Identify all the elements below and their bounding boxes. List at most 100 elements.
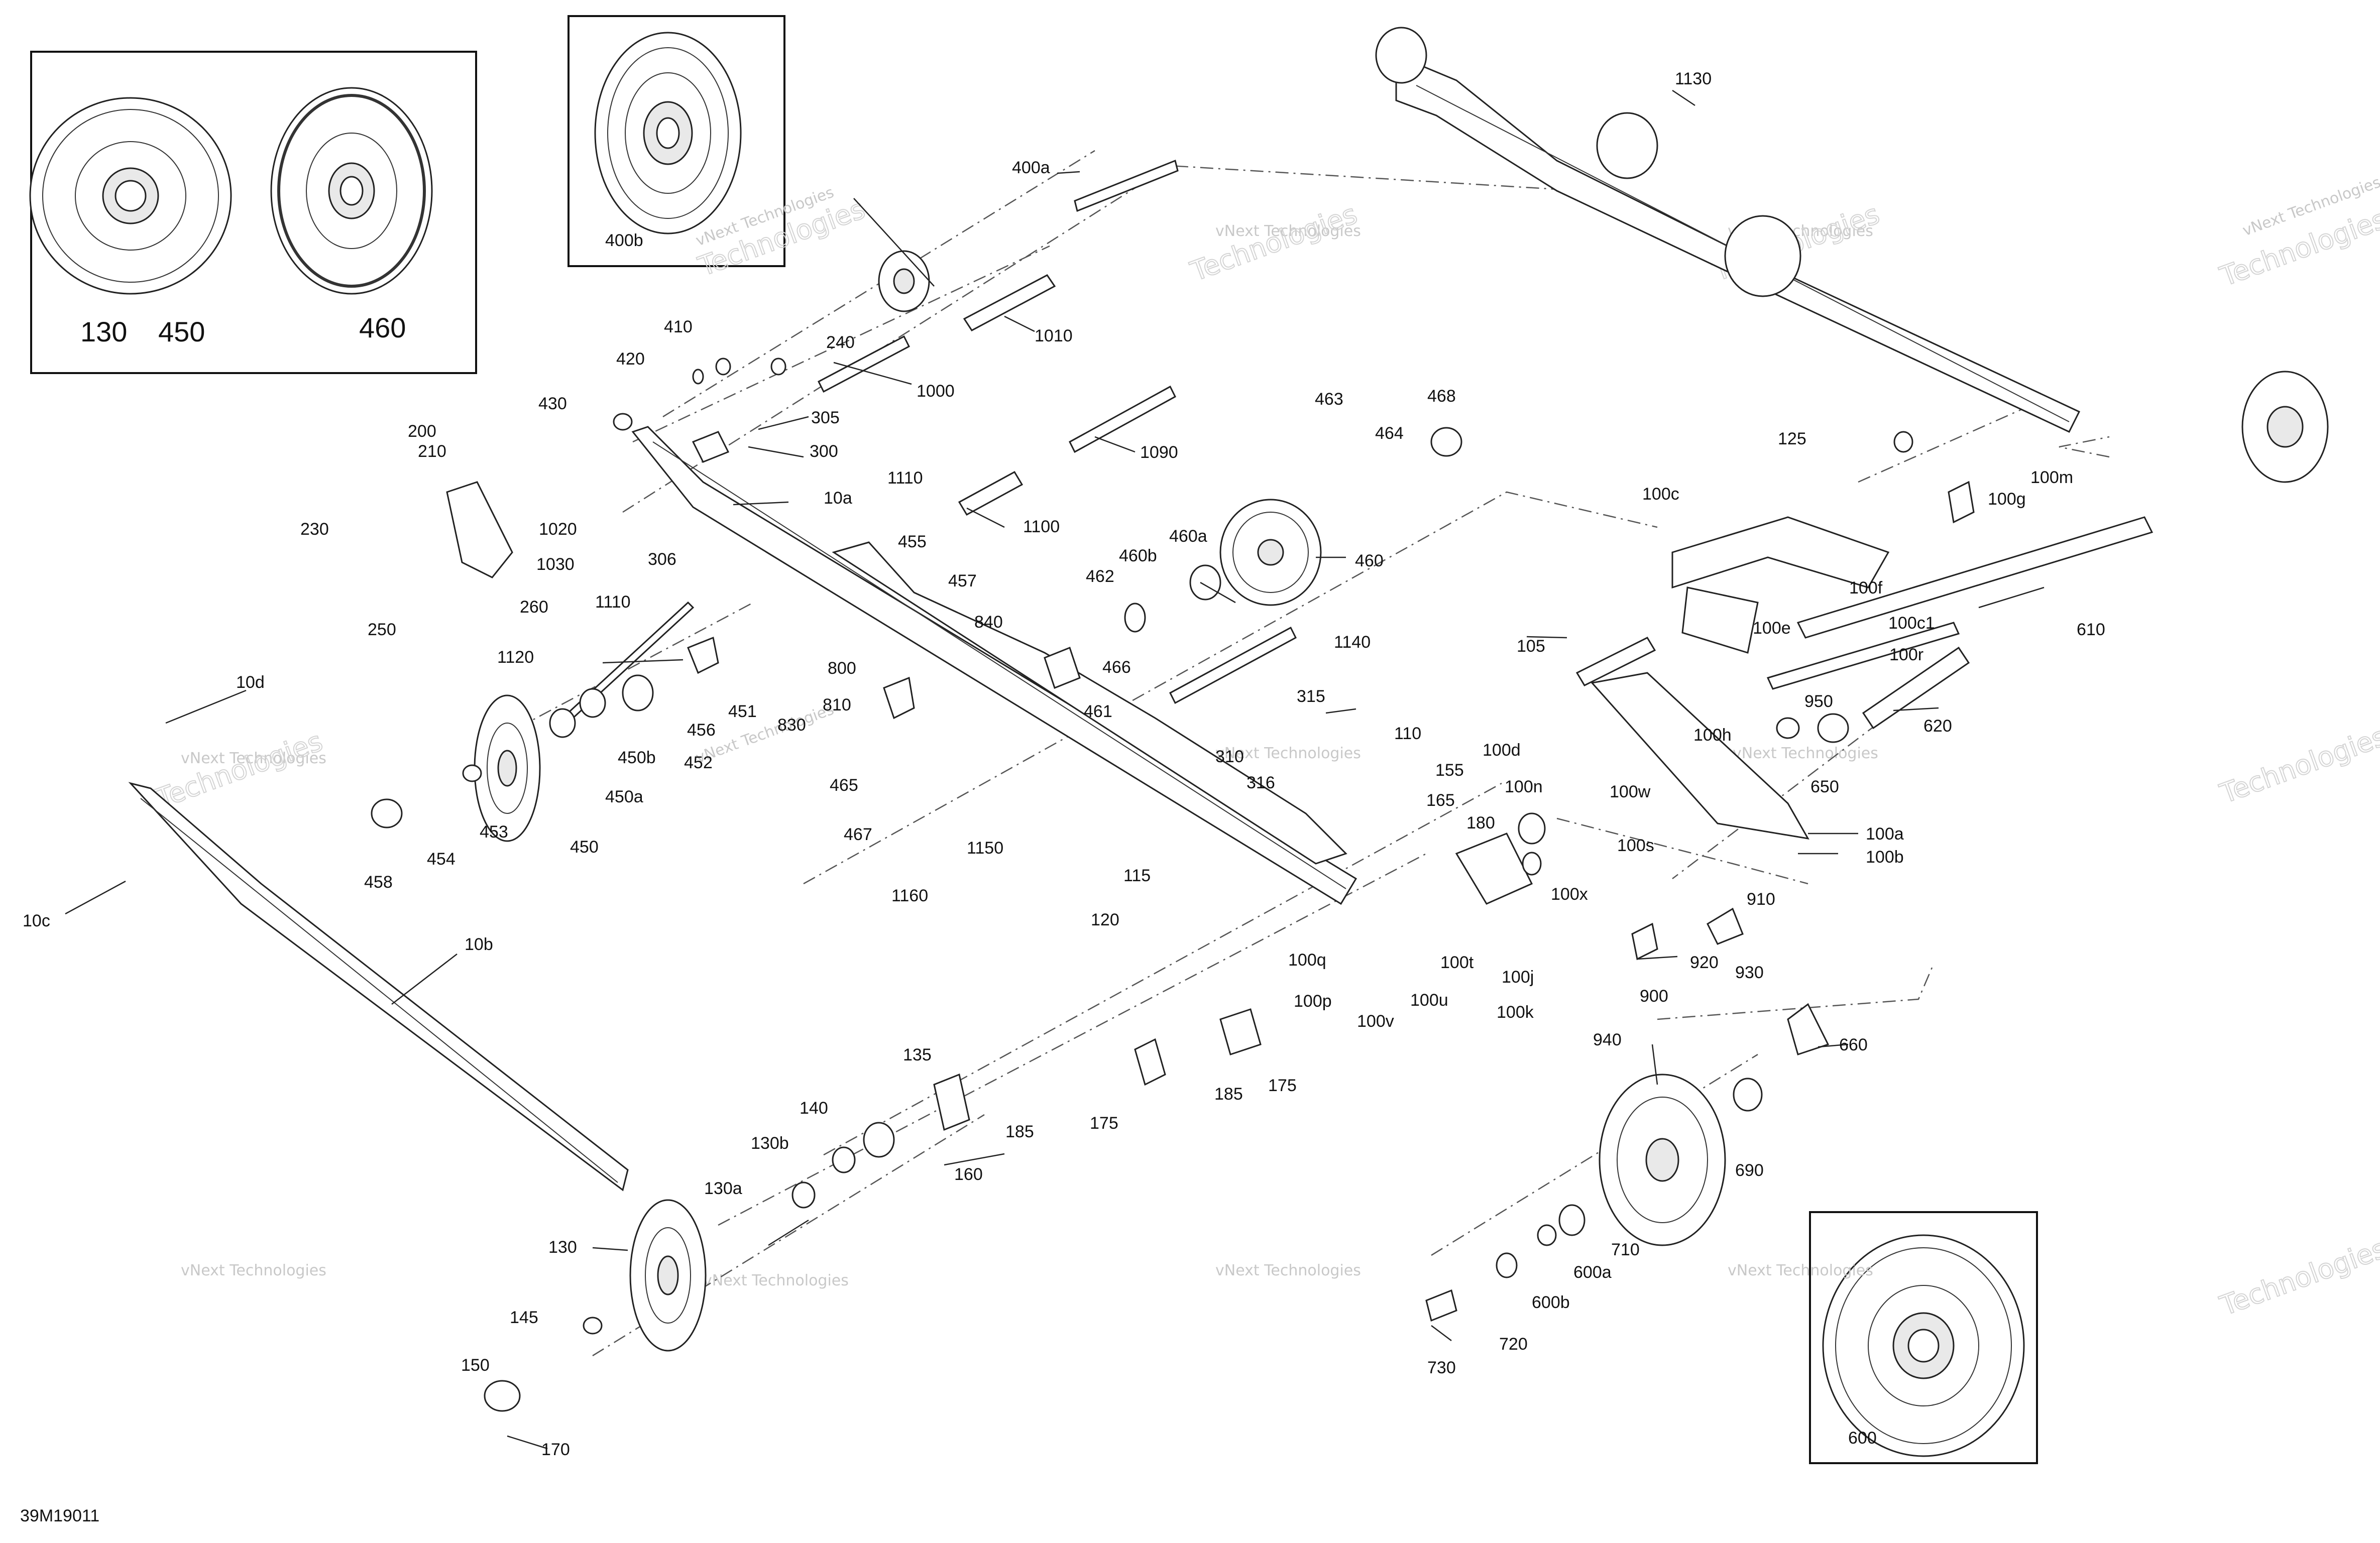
part-label: 810	[823, 695, 851, 715]
part-label: 155	[1435, 761, 1464, 780]
part-label: 315	[1297, 687, 1325, 706]
part-label: 125	[1778, 429, 1806, 448]
part-label: 105	[1517, 637, 1545, 656]
part-label: 140	[800, 1099, 828, 1118]
part-label: 130	[548, 1238, 577, 1257]
part-label: 185	[1005, 1122, 1034, 1141]
part-label: 930	[1735, 963, 1764, 982]
part-label: 175	[1268, 1076, 1297, 1095]
part-label: 10c	[23, 911, 50, 930]
part-label: 910	[1747, 890, 1775, 909]
part-label: 100g	[1988, 490, 2026, 509]
inset-box-wheel-600: 600	[1809, 1211, 2038, 1464]
watermark-text: Technologies	[152, 725, 326, 814]
part-label: 100s	[1617, 836, 1654, 855]
part-label: 100e	[1753, 619, 1791, 638]
part-label: 455	[898, 532, 927, 551]
part-label: 100x	[1551, 885, 1588, 904]
part-label: 115	[1123, 866, 1151, 885]
part-label: 1090	[1140, 443, 1178, 462]
part-label: 620	[1923, 717, 1952, 736]
watermark-text: vNext Technologies	[1733, 745, 1878, 762]
part-label: 120	[1091, 910, 1119, 929]
small-components	[371, 358, 1975, 1412]
watermark-text: vNext Technologies	[1215, 1262, 1361, 1279]
inset-box-idler-400b: 400b	[568, 15, 785, 267]
part-label: 600b	[1532, 1293, 1570, 1312]
part-label: 100w	[1610, 782, 1651, 801]
part-label: 1110	[887, 468, 923, 488]
wheel-icon	[878, 250, 930, 312]
part-label: 1110	[595, 592, 631, 612]
diagram-code: 39M19011	[20, 1506, 99, 1525]
part-label: 410	[664, 317, 693, 336]
part-label: 460b	[1119, 546, 1157, 565]
part-label: 730	[1427, 1358, 1456, 1377]
part-label: 451	[728, 702, 757, 721]
part-label: 610	[2077, 620, 2105, 639]
part-label: 135	[903, 1045, 932, 1064]
part-label: 200	[408, 422, 436, 441]
part-label: 100d	[1483, 741, 1521, 760]
part-label: 1160	[891, 886, 928, 905]
part-label: 450	[570, 838, 599, 857]
wheel-icon	[1599, 1074, 1726, 1246]
part-label: 453	[480, 822, 508, 842]
part-label: 720	[1499, 1335, 1528, 1354]
part-label: 10d	[236, 673, 265, 692]
front-arm-100	[1591, 516, 1890, 840]
part-label: 170	[541, 1440, 570, 1459]
part-label: 950	[1804, 692, 1833, 711]
part-label: 1020	[539, 520, 577, 539]
slide-10b	[128, 782, 629, 1192]
part-label: 1130	[1675, 69, 1712, 88]
part-label: 830	[777, 716, 806, 735]
part-label: 230	[300, 520, 329, 539]
part-label: 180	[1466, 813, 1495, 833]
part-label: 210	[418, 442, 446, 461]
part-label: 940	[1593, 1030, 1622, 1049]
part-label: 468	[1427, 387, 1456, 406]
part-label: 10a	[824, 489, 852, 508]
part-label: 466	[1102, 658, 1131, 677]
watermark-text: vNext Technologies	[1728, 1262, 1873, 1279]
watermark-text: vNext Technologies	[181, 1262, 326, 1279]
part-label: 400a	[1012, 158, 1050, 177]
part-label: 462	[1086, 567, 1114, 586]
part-label: 454	[427, 850, 456, 869]
part-label: 100c	[1642, 485, 1679, 504]
part-label: 100c1	[1888, 614, 1935, 633]
rail-10a	[631, 426, 1357, 905]
watermark-text: vNext Technologies	[181, 750, 326, 767]
inset-label: 460	[359, 312, 406, 343]
wheel-icon	[629, 1199, 707, 1352]
part-label: 260	[520, 598, 548, 617]
part-label: 240	[826, 333, 855, 352]
part-label: 456	[687, 721, 716, 740]
part-label: 464	[1375, 424, 1404, 443]
part-label: 840	[974, 613, 1003, 632]
part-label: 145	[510, 1308, 538, 1327]
part-label: 100r	[1889, 645, 1923, 664]
part-label: 1010	[1035, 326, 1073, 345]
watermark-text: vNext Technologies	[703, 1272, 849, 1289]
wheel-icon	[474, 694, 541, 842]
part-label: 100h	[1693, 726, 1732, 745]
wheel-icon	[1822, 1234, 2025, 1457]
part-label: 100k	[1497, 1003, 1534, 1022]
watermark-text: vNext Technologies	[1215, 222, 1361, 240]
part-label: 1030	[536, 555, 575, 574]
part-label: 100v	[1357, 1012, 1394, 1031]
part-label: 461	[1084, 702, 1112, 721]
part-label: 100f	[1849, 578, 1883, 598]
part-label: 100a	[1866, 824, 1904, 844]
part-label: 100q	[1288, 951, 1326, 970]
part-label: 600a	[1573, 1263, 1612, 1282]
part-label: 800	[828, 659, 856, 678]
part-label: 467	[844, 825, 872, 844]
part-label: 300	[810, 442, 838, 461]
part-label: 305	[811, 408, 840, 427]
part-label: 100t	[1440, 953, 1474, 972]
part-label: 660	[1839, 1035, 1868, 1054]
